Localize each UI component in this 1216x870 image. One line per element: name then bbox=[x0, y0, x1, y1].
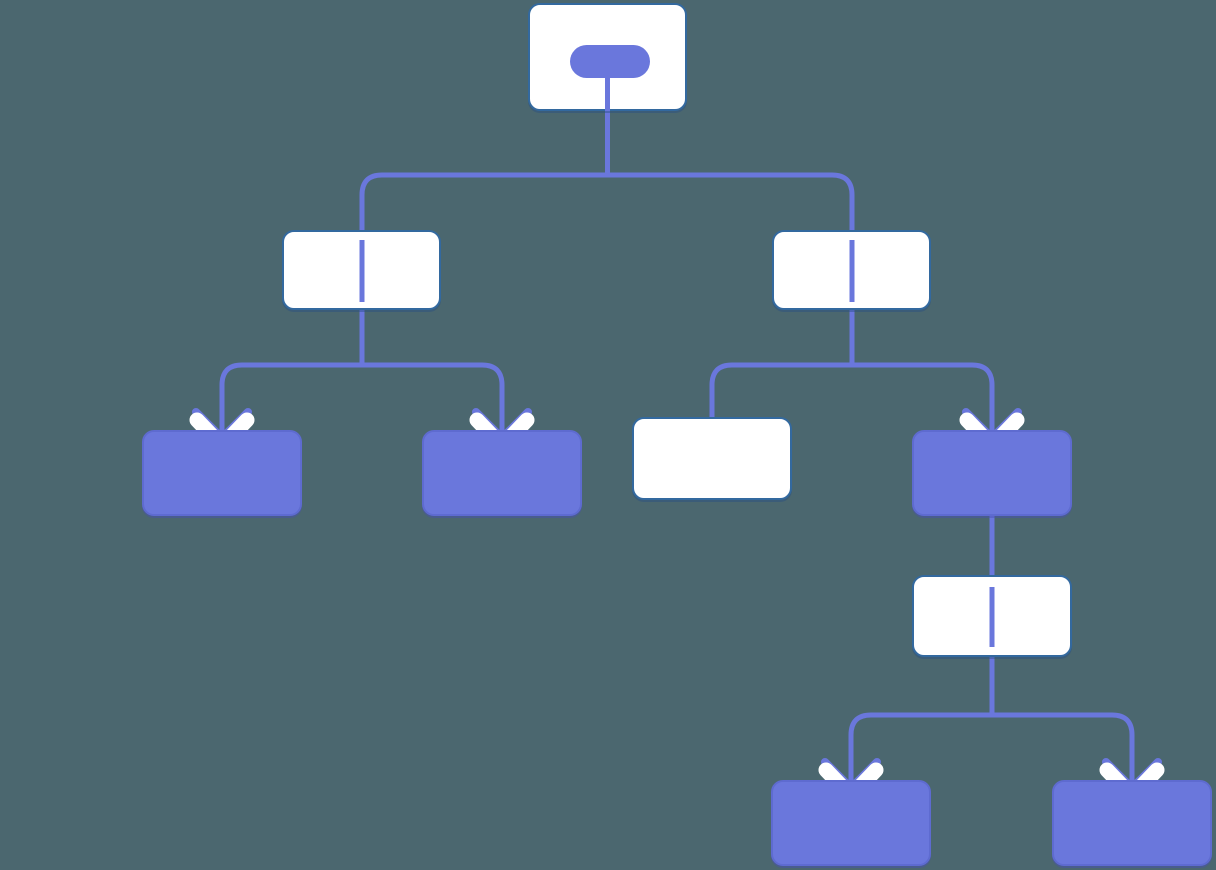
node-root[interactable] bbox=[528, 3, 687, 111]
node-l2-left[interactable] bbox=[282, 230, 441, 310]
edge-l2-right-to-d bbox=[852, 362, 995, 434]
node-l3-b[interactable] bbox=[422, 430, 582, 516]
node-l3-a[interactable] bbox=[142, 430, 302, 516]
edge-root-to-l2-left bbox=[359, 172, 608, 232]
node-l3-c[interactable] bbox=[632, 417, 792, 500]
edge-l2-left-to-b bbox=[362, 362, 505, 434]
edge-l2-right-to-c bbox=[709, 362, 852, 417]
edge-l4-to-l5-left bbox=[848, 712, 992, 784]
edge-root-to-l2-right bbox=[607, 172, 855, 232]
node-l5-left[interactable] bbox=[771, 780, 931, 866]
node-l4[interactable] bbox=[912, 575, 1072, 657]
node-l3-d[interactable] bbox=[912, 430, 1072, 516]
node-l5-right[interactable] bbox=[1052, 780, 1212, 866]
edge-l2-left-to-a bbox=[219, 362, 362, 434]
node-l2-right[interactable] bbox=[772, 230, 931, 310]
edge-l4-to-l5-right bbox=[992, 712, 1135, 784]
root-node-pill-badge bbox=[570, 45, 650, 78]
